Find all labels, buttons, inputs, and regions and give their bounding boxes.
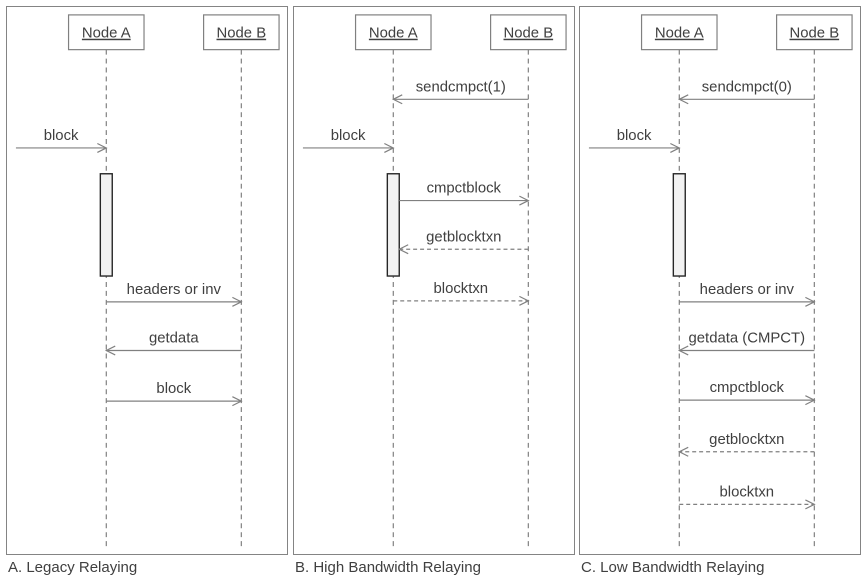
sequence-diagram-low-bandwidth: Node A Node B sendcmpct(0) block headers or … <box>588 14 853 550</box>
message-arrowhead <box>519 295 530 306</box>
message-label: headers or inv <box>127 282 222 298</box>
actor-box-node-b <box>776 14 853 51</box>
actor-label-node-b: Node B <box>217 26 267 42</box>
message-arrowhead <box>232 296 243 307</box>
panel-high-bandwidth-relaying: Node A Node B sendcmpct(1) block cmpctblock g… <box>293 6 575 555</box>
message-arrowhead <box>397 244 409 255</box>
message-arrowhead <box>670 142 681 153</box>
actor-box-node-a <box>67 14 145 51</box>
activation-bar <box>386 173 400 277</box>
message-label: headers or inv <box>700 282 795 298</box>
actor-label-node-b: Node B <box>790 26 840 42</box>
message-label: getblocktxn <box>709 432 784 448</box>
message-label: sendcmpct(1) <box>416 79 506 95</box>
message-arrowhead <box>805 296 816 307</box>
activation-bar <box>99 173 113 277</box>
caption-low-bandwidth-relaying: C. Low Bandwidth Relaying <box>581 559 765 576</box>
message-label: block <box>617 128 652 144</box>
actor-label-node-b: Node B <box>504 26 554 42</box>
message-label: getblocktxn <box>426 229 501 245</box>
message-label: cmpctblock <box>710 380 785 396</box>
message-label: block <box>44 128 79 144</box>
message-label: blocktxn <box>434 281 489 297</box>
message-label: block <box>156 381 191 397</box>
message-arrowhead <box>519 195 530 206</box>
message-arrowhead <box>805 395 816 406</box>
panel-legacy-relaying: Node A Node B block headers or inv getdata bl… <box>6 6 288 555</box>
message-arrowhead <box>104 345 116 356</box>
message-label: getdata (CMPCT) <box>689 331 806 347</box>
sequence-diagram-high-bandwidth: Node A Node B sendcmpct(1) block cmpctblock g… <box>302 14 567 550</box>
sequence-diagram-legacy: Node A Node B block headers or inv getdata bl… <box>15 14 280 550</box>
actor-box-node-b <box>203 14 280 51</box>
message-arrowhead <box>384 142 395 153</box>
actor-label-node-a: Node A <box>82 26 131 42</box>
panel-low-bandwidth-relaying: Node A Node B sendcmpct(0) block headers or … <box>579 6 861 555</box>
message-label: sendcmpct(0) <box>702 79 792 95</box>
actor-label-node-a: Node A <box>369 26 418 42</box>
actor-box-node-a <box>640 14 718 51</box>
actor-box-node-b <box>490 14 567 51</box>
message-arrowhead <box>677 345 689 356</box>
actor-label-node-a: Node A <box>655 26 704 42</box>
message-arrowhead <box>677 446 689 457</box>
message-label: blocktxn <box>720 484 775 500</box>
message-label: block <box>331 128 366 144</box>
message-arrowhead <box>97 142 108 153</box>
message-arrowhead <box>677 94 689 105</box>
message-arrowhead <box>232 396 243 407</box>
message-arrowhead <box>391 94 403 105</box>
caption-high-bandwidth-relaying: B. High Bandwidth Relaying <box>295 559 481 576</box>
message-label: getdata <box>149 331 199 347</box>
message-arrowhead <box>805 499 816 510</box>
actor-box-node-a <box>354 14 432 51</box>
caption-legacy-relaying: A. Legacy Relaying <box>8 559 138 576</box>
message-label: cmpctblock <box>427 181 502 197</box>
activation-bar <box>672 173 686 277</box>
